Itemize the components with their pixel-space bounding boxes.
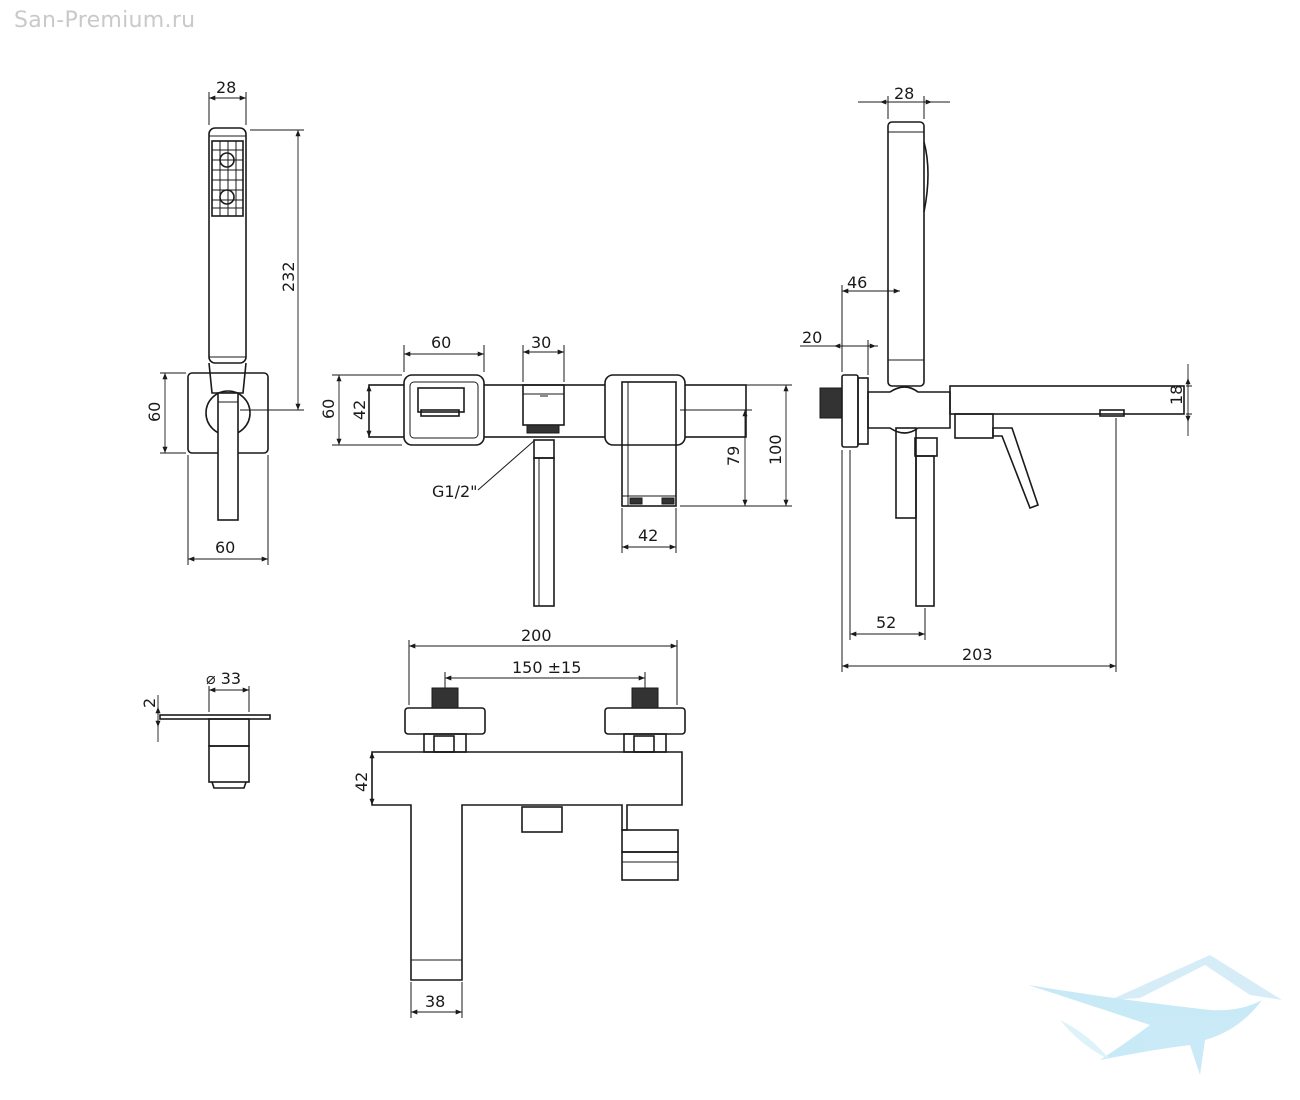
side-view: 28 46 20 18 52 203 [800,84,1192,672]
thread-label: G1/2" [432,482,478,501]
dim-top-spout-width: 38 [425,992,445,1011]
dim-top-centers: 150 ±15 [512,658,581,677]
dim-hook-thickness: 2 [140,698,159,708]
dim-front-height-42: 42 [350,400,369,420]
top-view: 200 150 ±15 42 38 [352,626,686,1018]
dim-side-offset-20: 20 [802,328,822,347]
dim-side-depth: 52 [876,613,896,632]
dim-side-spout-height: 18 [1167,385,1186,405]
site-watermark: San-Premium.ru [14,8,196,33]
dim-top-total: 200 [521,626,552,645]
dim-top-depth: 42 [352,772,371,792]
dim-hs-holder-width: 60 [215,538,235,557]
holder-detail-view: ⌀ 33 2 [140,669,271,789]
dim-side-total: 203 [962,645,993,664]
dim-front-spout-width: 30 [531,333,551,352]
dim-side-offset-46: 46 [847,273,867,292]
dim-hs-width: 28 [216,78,236,97]
front-view: 60 30 60 42 G1/2" 79 100 42 [319,333,792,607]
dim-front-height-79: 79 [724,446,743,466]
dim-front-spout-depth: 42 [638,526,658,545]
dim-hs-holder-height: 60 [145,402,164,422]
dim-hs-length: 232 [279,261,298,292]
dim-front-height-60: 60 [319,399,338,419]
dim-hook-diameter: ⌀ 33 [206,669,241,688]
dim-front-body-width: 60 [431,333,451,352]
water-wave-logo-icon [1028,955,1282,1075]
dim-front-height-100: 100 [766,434,785,465]
dim-side-width: 28 [894,84,914,103]
hand-shower-view: 28 232 60 60 [145,78,304,565]
